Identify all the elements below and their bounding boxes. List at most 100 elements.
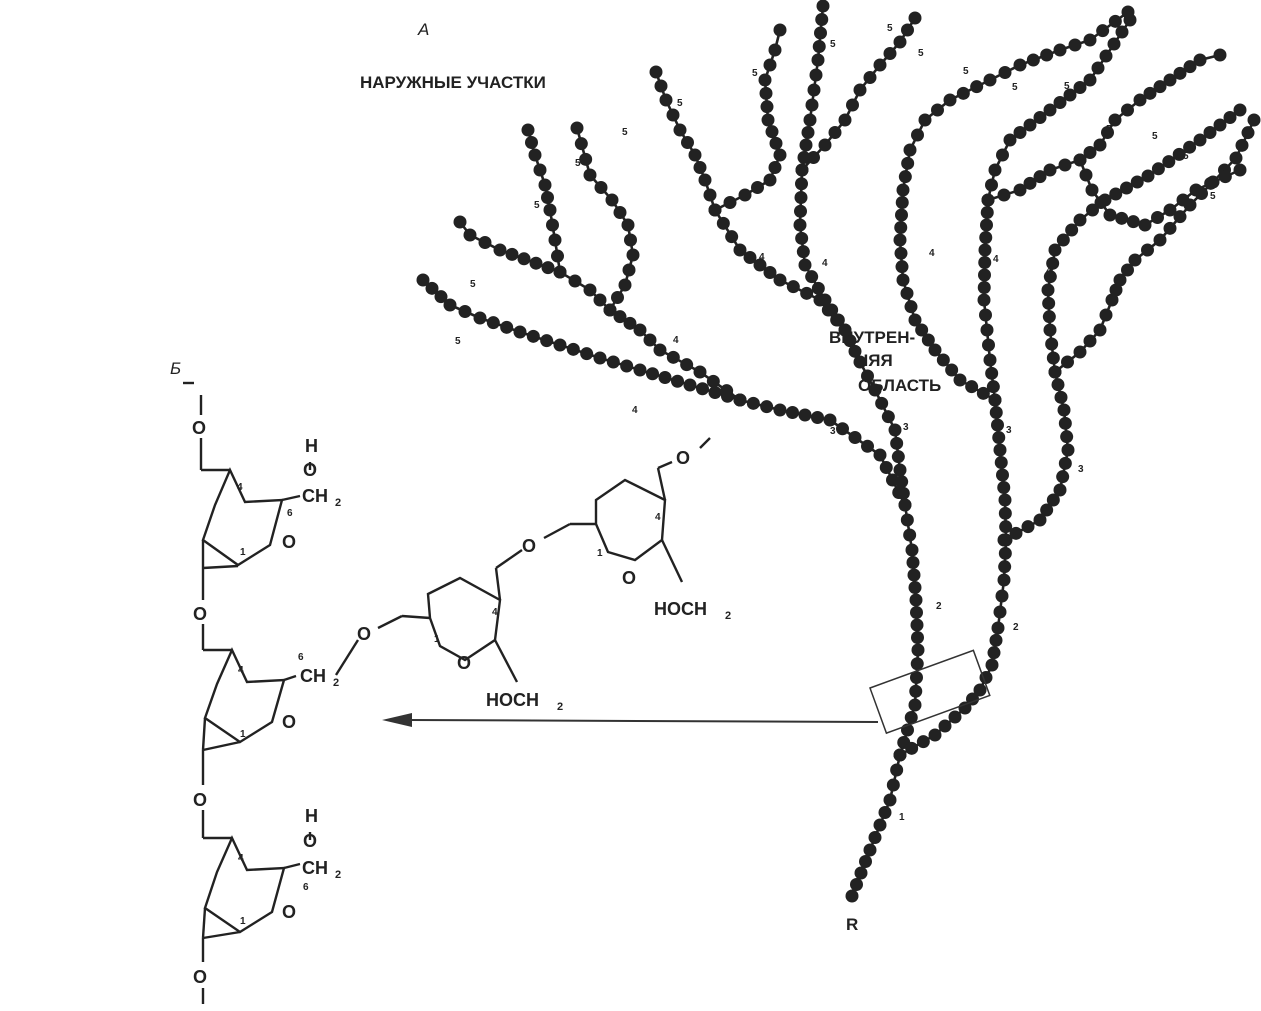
glucose-residue bbox=[978, 268, 991, 282]
glucose-residue bbox=[873, 448, 887, 462]
glucose-residue bbox=[533, 163, 547, 177]
glucose-residue bbox=[1120, 181, 1133, 195]
tier-label: 4 bbox=[759, 252, 765, 263]
glucose-residue bbox=[708, 203, 722, 217]
glucose-residue bbox=[763, 173, 777, 187]
glucose-residue bbox=[943, 93, 957, 107]
glucose-residue bbox=[909, 684, 923, 698]
glucose-residue bbox=[1133, 93, 1147, 107]
glucose-residue bbox=[620, 359, 634, 373]
glucose-residue bbox=[761, 113, 775, 127]
glucose-residue bbox=[753, 258, 767, 272]
glucose-residue bbox=[1115, 25, 1129, 39]
glucose-residue bbox=[760, 100, 774, 114]
glucose-residue bbox=[794, 191, 808, 204]
glucose-residue bbox=[895, 475, 909, 489]
glucose-residue bbox=[991, 418, 1004, 432]
glucose-residue bbox=[816, 0, 830, 13]
glucose-residue bbox=[493, 243, 507, 257]
glucose-residue bbox=[613, 310, 627, 324]
glucose-residue bbox=[1057, 403, 1071, 417]
glucose-residue bbox=[759, 86, 773, 100]
glucose-residue bbox=[908, 581, 922, 594]
glucose-residue bbox=[463, 228, 477, 242]
glucose-residue bbox=[725, 230, 739, 244]
glucose-residue bbox=[540, 334, 554, 348]
glucose-residue bbox=[696, 382, 709, 396]
glucose-residue bbox=[988, 163, 1002, 177]
glucose-residue bbox=[1107, 37, 1121, 51]
glucose-residue bbox=[896, 486, 910, 500]
glucose-residue bbox=[693, 365, 707, 379]
glucose-residue bbox=[1041, 283, 1055, 297]
glucose-residue bbox=[985, 178, 998, 192]
glucose-residue bbox=[980, 218, 993, 232]
glucose-residue bbox=[1026, 53, 1040, 67]
glucose-residue bbox=[1099, 308, 1113, 322]
glucose-residue bbox=[1073, 153, 1087, 167]
glucose-residue bbox=[979, 308, 992, 322]
glucose-residue bbox=[1043, 270, 1057, 284]
glucose-residue bbox=[905, 741, 919, 755]
glucose-residue bbox=[760, 400, 774, 414]
subscript: 2 bbox=[557, 701, 563, 713]
ring-oxygen: O bbox=[282, 712, 296, 732]
glucose-residue bbox=[698, 173, 712, 187]
glucose-residue bbox=[593, 351, 607, 365]
glucose-residue bbox=[1218, 170, 1232, 184]
tier-label: 2 bbox=[936, 601, 942, 612]
glucose-residue bbox=[883, 47, 897, 60]
glucose-residue bbox=[901, 156, 915, 170]
glucose-residue bbox=[1073, 81, 1087, 94]
ring-oxygen: O bbox=[457, 653, 471, 673]
glucose-residue bbox=[1233, 163, 1247, 177]
glucose-residue bbox=[918, 113, 932, 127]
glucose-residue bbox=[838, 323, 852, 337]
glucose-residue bbox=[900, 513, 914, 527]
glucose-residue bbox=[1060, 430, 1074, 444]
glucose-residue bbox=[893, 233, 907, 247]
glucose-residue bbox=[1151, 162, 1165, 176]
glucose-residue bbox=[1233, 103, 1247, 117]
glucose-residue bbox=[1193, 53, 1207, 67]
glucose-residue bbox=[979, 231, 993, 244]
glucose-residue bbox=[980, 206, 994, 219]
carbon-position: 4 bbox=[655, 512, 661, 523]
glucose-residue bbox=[633, 363, 647, 377]
glucose-residue bbox=[666, 108, 680, 122]
glucose-residue bbox=[911, 631, 924, 644]
tier-label: 5 bbox=[752, 68, 758, 79]
glucose-residue bbox=[434, 290, 448, 304]
glucose-residue bbox=[1023, 118, 1037, 132]
glucose-residue bbox=[1128, 253, 1142, 267]
glucose-residue bbox=[904, 711, 918, 724]
glucose-residue bbox=[977, 293, 991, 307]
glucose-residue bbox=[1213, 118, 1227, 132]
glucose-residue bbox=[723, 196, 737, 209]
glucose-residue bbox=[646, 367, 659, 381]
glucose-residue bbox=[814, 26, 827, 40]
glucose-residue bbox=[894, 246, 908, 260]
glucose-residue bbox=[1048, 243, 1062, 257]
glucose-residue bbox=[796, 245, 810, 259]
glucose-residue bbox=[513, 325, 527, 339]
glucose-residue bbox=[811, 411, 824, 424]
glucose-residue bbox=[1223, 111, 1237, 124]
glucose-residue bbox=[891, 450, 905, 464]
tier-label: 1 bbox=[899, 812, 905, 823]
glucose-residue bbox=[904, 300, 918, 314]
tier-label: 5 bbox=[470, 279, 476, 290]
glucose-residue bbox=[907, 568, 921, 582]
glucose-residue bbox=[853, 355, 867, 369]
glucose-residue bbox=[1153, 80, 1167, 94]
glucose-residue bbox=[800, 286, 814, 300]
glucose-residue bbox=[830, 313, 844, 327]
tier-label: 4 bbox=[1046, 266, 1052, 277]
glucose-residue bbox=[1101, 126, 1114, 139]
glucose-residue bbox=[505, 247, 519, 261]
glucose-residue bbox=[821, 303, 835, 317]
glucose-residue bbox=[622, 263, 636, 277]
glucose-residue bbox=[938, 719, 952, 733]
glucose-residue bbox=[991, 621, 1005, 635]
